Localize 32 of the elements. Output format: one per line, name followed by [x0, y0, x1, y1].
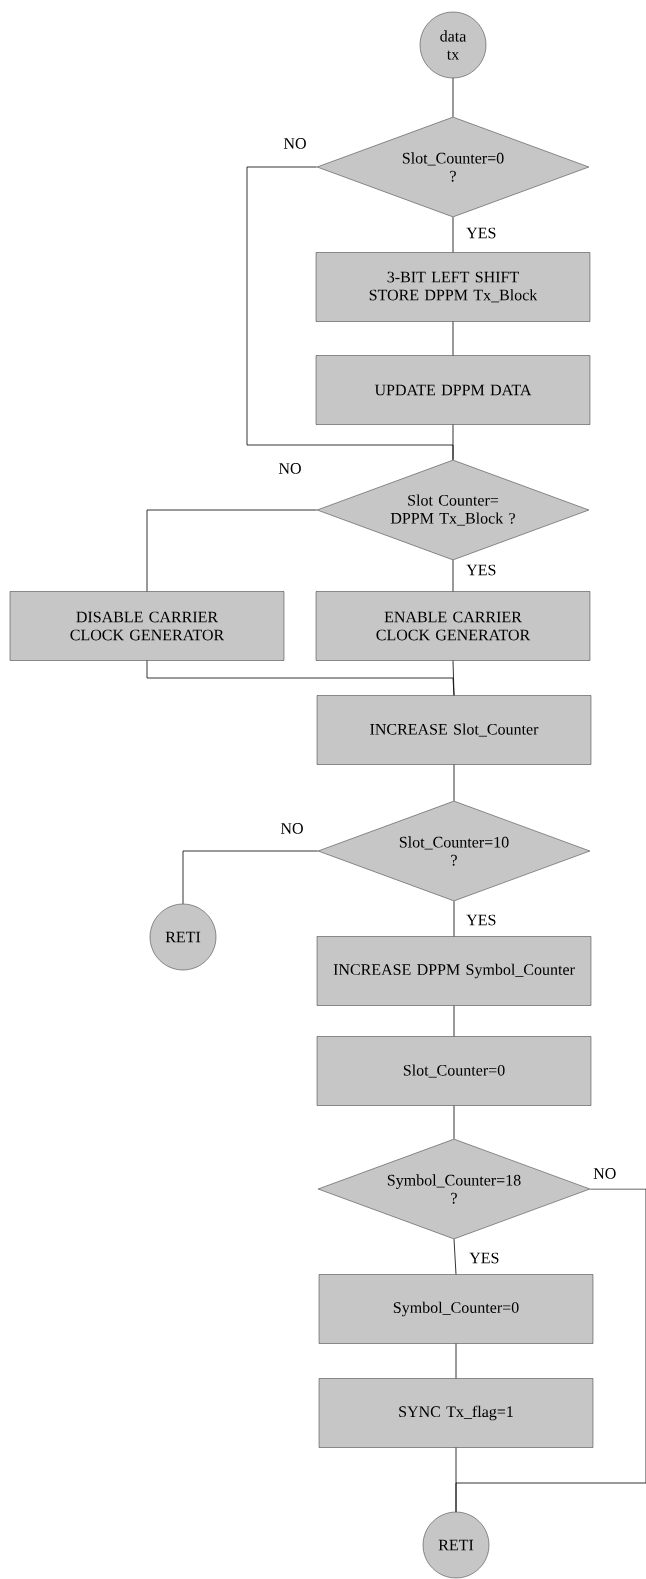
edge-label: NO [592, 1167, 618, 1180]
process-box: UPDATE DPPM DATA [315, 355, 591, 425]
edge-label: YES [465, 913, 498, 927]
connector-line [455, 1447, 457, 1513]
edge-label: YES [465, 563, 498, 577]
process-box: SYNC Tx_flag=1 [318, 1378, 594, 1448]
connector-line [452, 559, 454, 592]
connector-line [453, 1005, 455, 1037]
process-box: ENABLE CARRIER CLOCK GENERATOR [315, 591, 591, 661]
connector-line [453, 900, 455, 937]
edge-label: YES [465, 226, 498, 240]
connector-line [452, 216, 454, 253]
edge-label: NO [277, 462, 303, 475]
process-box: DISABLE CARRIER CLOCK GENERATOR [9, 591, 285, 661]
connector-line [146, 509, 318, 592]
process-box: Symbol_Counter=0 [318, 1274, 594, 1344]
connector-line [452, 321, 454, 356]
connector-line [455, 1343, 457, 1379]
edge-label: YES [468, 1251, 501, 1265]
process-box: INCREASE Slot_Counter [316, 695, 592, 765]
connector-line [452, 424, 454, 461]
connector-line [453, 764, 455, 802]
process-box: Slot_Counter=0 [316, 1036, 592, 1106]
edge-label: NO [282, 137, 308, 150]
connector-line [452, 77, 454, 118]
process-box: 3-BIT LEFT SHIFT STORE DPPM Tx_Block [315, 252, 591, 322]
edge-label: NO [279, 822, 305, 835]
connector-line [453, 1105, 455, 1140]
connector-line [453, 1238, 457, 1275]
process-box: INCREASE DPPM Symbol_Counter [316, 936, 592, 1006]
connector-line [452, 660, 455, 696]
connector-line [182, 850, 319, 905]
